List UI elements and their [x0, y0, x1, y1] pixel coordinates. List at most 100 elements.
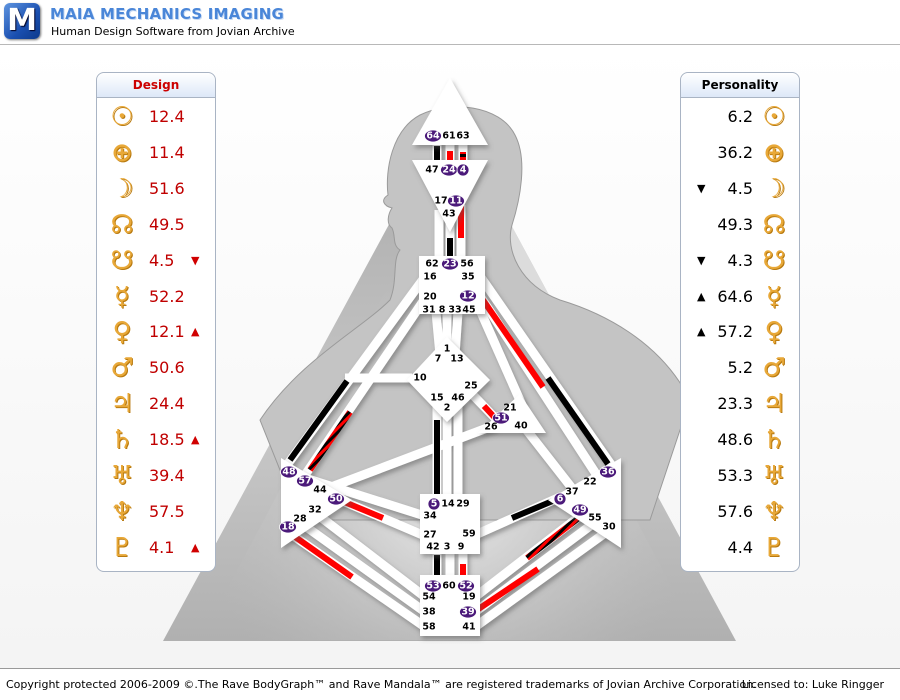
design-row-pluto[interactable]: ♇4.1▲: [97, 530, 215, 566]
gate-5[interactable]: 5: [431, 499, 438, 510]
design-row-jupiter[interactable]: ♃24.4: [97, 386, 215, 422]
design-row-south-node[interactable]: ☋4.5▼: [97, 243, 215, 279]
design-row-north-node[interactable]: ☊49.5: [97, 207, 215, 243]
gate-9[interactable]: 9: [458, 542, 465, 553]
gate-59[interactable]: 59: [462, 529, 475, 540]
gate-6[interactable]: 6: [557, 494, 564, 505]
gate-37[interactable]: 37: [565, 487, 578, 498]
design-row-mars[interactable]: ♂50.6: [97, 350, 215, 386]
personality-row-moon[interactable]: ☽4.5▼: [681, 171, 799, 207]
gate-54[interactable]: 54: [422, 592, 436, 603]
gate-47[interactable]: 47: [425, 165, 438, 176]
gate-31[interactable]: 31: [422, 305, 435, 316]
gate-57[interactable]: 57: [298, 476, 311, 487]
neptune-icon: ♆: [110, 496, 134, 527]
personality-row-pluto[interactable]: ♇4.4: [681, 530, 799, 566]
gate-25[interactable]: 25: [464, 381, 477, 392]
gate-36[interactable]: 36: [601, 467, 615, 478]
gate-62[interactable]: 62: [425, 259, 438, 270]
gate-45[interactable]: 45: [462, 305, 475, 316]
gate-42[interactable]: 42: [426, 542, 439, 553]
gate-35[interactable]: 35: [461, 272, 474, 283]
design-row-sun[interactable]: ☉12.4: [97, 99, 215, 135]
gate-11[interactable]: 11: [449, 196, 462, 207]
personality-row-mars[interactable]: ♂5.2: [681, 350, 799, 386]
gate-4[interactable]: 4: [460, 165, 467, 176]
gate-30[interactable]: 30: [602, 522, 616, 533]
gate-40[interactable]: 40: [514, 421, 528, 432]
gate-43[interactable]: 43: [442, 209, 455, 220]
gate-64[interactable]: 64: [426, 131, 440, 142]
gate-50[interactable]: 50: [329, 494, 343, 505]
gate-32[interactable]: 32: [308, 505, 321, 516]
gate-13[interactable]: 13: [450, 354, 463, 365]
gate-55[interactable]: 55: [588, 513, 601, 524]
gate-23[interactable]: 23: [443, 259, 456, 270]
moon-icon: ☽: [762, 173, 786, 204]
venus-icon: ♀: [112, 317, 132, 348]
gate-14[interactable]: 14: [441, 499, 455, 510]
gate-21[interactable]: 21: [503, 403, 516, 414]
gate-49[interactable]: 49: [573, 505, 586, 516]
gate-24[interactable]: 24: [442, 165, 456, 176]
gate-29[interactable]: 29: [456, 499, 469, 510]
gate-51[interactable]: 51: [494, 413, 507, 424]
design-row-uranus[interactable]: ♅39.4: [97, 458, 215, 494]
jupiter-icon: ♃: [110, 389, 134, 420]
design-row-neptune[interactable]: ♆57.5: [97, 494, 215, 530]
gate-33[interactable]: 33: [448, 305, 461, 316]
gate-20[interactable]: 20: [423, 292, 437, 303]
gate-3[interactable]: 3: [444, 542, 451, 553]
gate-28[interactable]: 28: [293, 514, 307, 525]
gate-18[interactable]: 18: [281, 522, 295, 533]
design-row-earth[interactable]: ⊕11.4: [97, 135, 215, 171]
gate-60[interactable]: 60: [442, 581, 456, 592]
design-mars-value: 50.6: [149, 358, 185, 378]
moon-icon: ☽: [110, 173, 134, 204]
activation-18: [289, 531, 354, 580]
personality-row-venus[interactable]: ♀57.2▲: [681, 314, 799, 350]
personality-row-mercury[interactable]: ☿64.6▲: [681, 279, 799, 315]
gate-26[interactable]: 26: [484, 422, 498, 433]
personality-row-sun[interactable]: ☉6.2: [681, 99, 799, 135]
personality-row-neptune[interactable]: ♆57.6: [681, 494, 799, 530]
gate-27[interactable]: 27: [423, 530, 436, 541]
personality-row-uranus[interactable]: ♅53.3: [681, 458, 799, 494]
personality-south-node-value: 4.3: [727, 250, 753, 270]
gate-39[interactable]: 39: [461, 607, 474, 618]
gate-15[interactable]: 15: [430, 393, 443, 404]
gate-56[interactable]: 56: [460, 259, 474, 270]
personality-row-north-node[interactable]: ☊49.3: [681, 207, 799, 243]
personality-row-jupiter[interactable]: ♃23.3: [681, 386, 799, 422]
gate-19[interactable]: 19: [462, 592, 475, 603]
design-row-moon[interactable]: ☽51.6: [97, 171, 215, 207]
gate-22[interactable]: 22: [583, 477, 596, 488]
gate-52[interactable]: 52: [459, 581, 472, 592]
active-gate-marker-50: [327, 492, 345, 506]
design-row-saturn[interactable]: ♄18.5▲: [97, 422, 215, 458]
personality-row-south-node[interactable]: ☋4.3▼: [681, 243, 799, 279]
gate-63[interactable]: 63: [456, 131, 469, 142]
gate-48[interactable]: 48: [282, 467, 296, 478]
gate-12[interactable]: 12: [461, 291, 474, 302]
gate-61[interactable]: 61: [442, 131, 455, 142]
exalted-arrow-icon: ▲: [697, 289, 706, 303]
design-row-mercury[interactable]: ☿52.2: [97, 279, 215, 315]
gate-7[interactable]: 7: [435, 354, 442, 365]
gate-46[interactable]: 46: [451, 393, 465, 404]
gate-17[interactable]: 17: [434, 196, 447, 207]
gate-1[interactable]: 1: [444, 344, 451, 355]
gate-53[interactable]: 53: [426, 581, 439, 592]
design-row-venus[interactable]: ♀12.1▲: [97, 314, 215, 350]
gate-8[interactable]: 8: [439, 305, 446, 316]
gate-41[interactable]: 41: [462, 622, 475, 633]
gate-58[interactable]: 58: [422, 622, 436, 633]
personality-row-saturn[interactable]: ♄48.6: [681, 422, 799, 458]
gate-44[interactable]: 44: [313, 485, 327, 496]
gate-34[interactable]: 34: [423, 511, 437, 522]
gate-38[interactable]: 38: [422, 607, 436, 618]
personality-row-earth[interactable]: ⊕36.2: [681, 135, 799, 171]
gate-2[interactable]: 2: [444, 403, 451, 414]
gate-10[interactable]: 10: [413, 373, 427, 384]
gate-16[interactable]: 16: [423, 272, 437, 283]
